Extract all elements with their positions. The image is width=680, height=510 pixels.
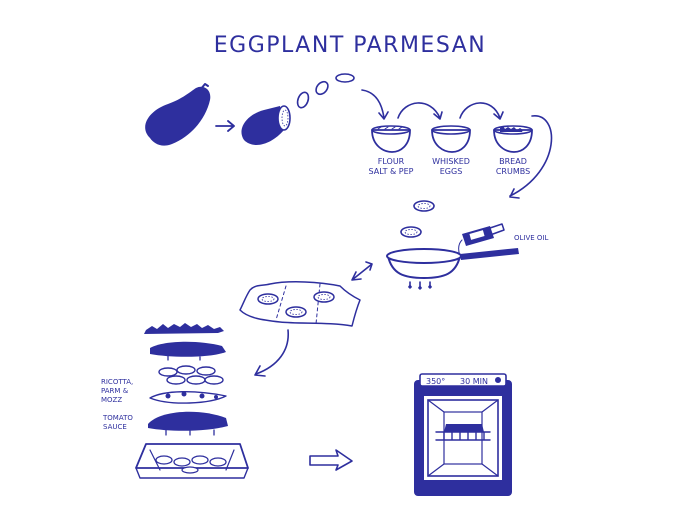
arrow-icon: [509, 115, 553, 199]
arrow-icon: [351, 261, 373, 281]
layer-label: SAUCE: [103, 423, 127, 431]
page-title: EGGPLANT PARMESAN: [214, 33, 486, 58]
arrow-icon: [361, 89, 389, 120]
layer-stack: [144, 323, 228, 436]
oven-timer: 30 MIN: [460, 377, 488, 386]
bowl-icon: [493, 125, 533, 153]
bowl-label: CRUMBS: [496, 167, 530, 176]
paper-towel-icon: [239, 281, 361, 327]
bowl-label: SALT & PEP: [369, 167, 414, 176]
eggplant-icon: [145, 83, 211, 146]
frying-pan-icon: [386, 248, 519, 290]
arrow-icon: [254, 329, 289, 377]
arrow-icon: [397, 102, 443, 120]
oil-label: OLIVE OIL: [514, 234, 548, 242]
bowl-label: EGGS: [440, 167, 463, 176]
bowl-icon: [431, 125, 471, 153]
eggplant-slice-icon: [400, 200, 435, 238]
oven-temperature: 350°: [426, 377, 445, 386]
bowl-label: WHISKED: [432, 157, 470, 166]
sliced-eggplant-icon: [241, 73, 355, 145]
eggplant-slice-layer: [158, 365, 224, 385]
cheese-layer: [149, 391, 227, 404]
bowl-label: BREAD: [499, 157, 527, 166]
olive-oil-bottle-icon: [458, 223, 505, 257]
arrow-icon: [459, 102, 504, 120]
layer-label: MOZZ: [101, 396, 122, 404]
oven-icon: [414, 373, 512, 496]
arrow-icon: [215, 120, 235, 132]
baking-dish-icon: [135, 443, 249, 479]
layer-label: PARM &: [101, 387, 129, 395]
layer-label: RICOTTA,: [101, 378, 133, 386]
arrow-icon: [309, 449, 353, 471]
layer-label: TOMATO: [102, 414, 133, 422]
bowl-icon: [371, 125, 411, 153]
bowl-label: FLOUR: [378, 157, 405, 166]
